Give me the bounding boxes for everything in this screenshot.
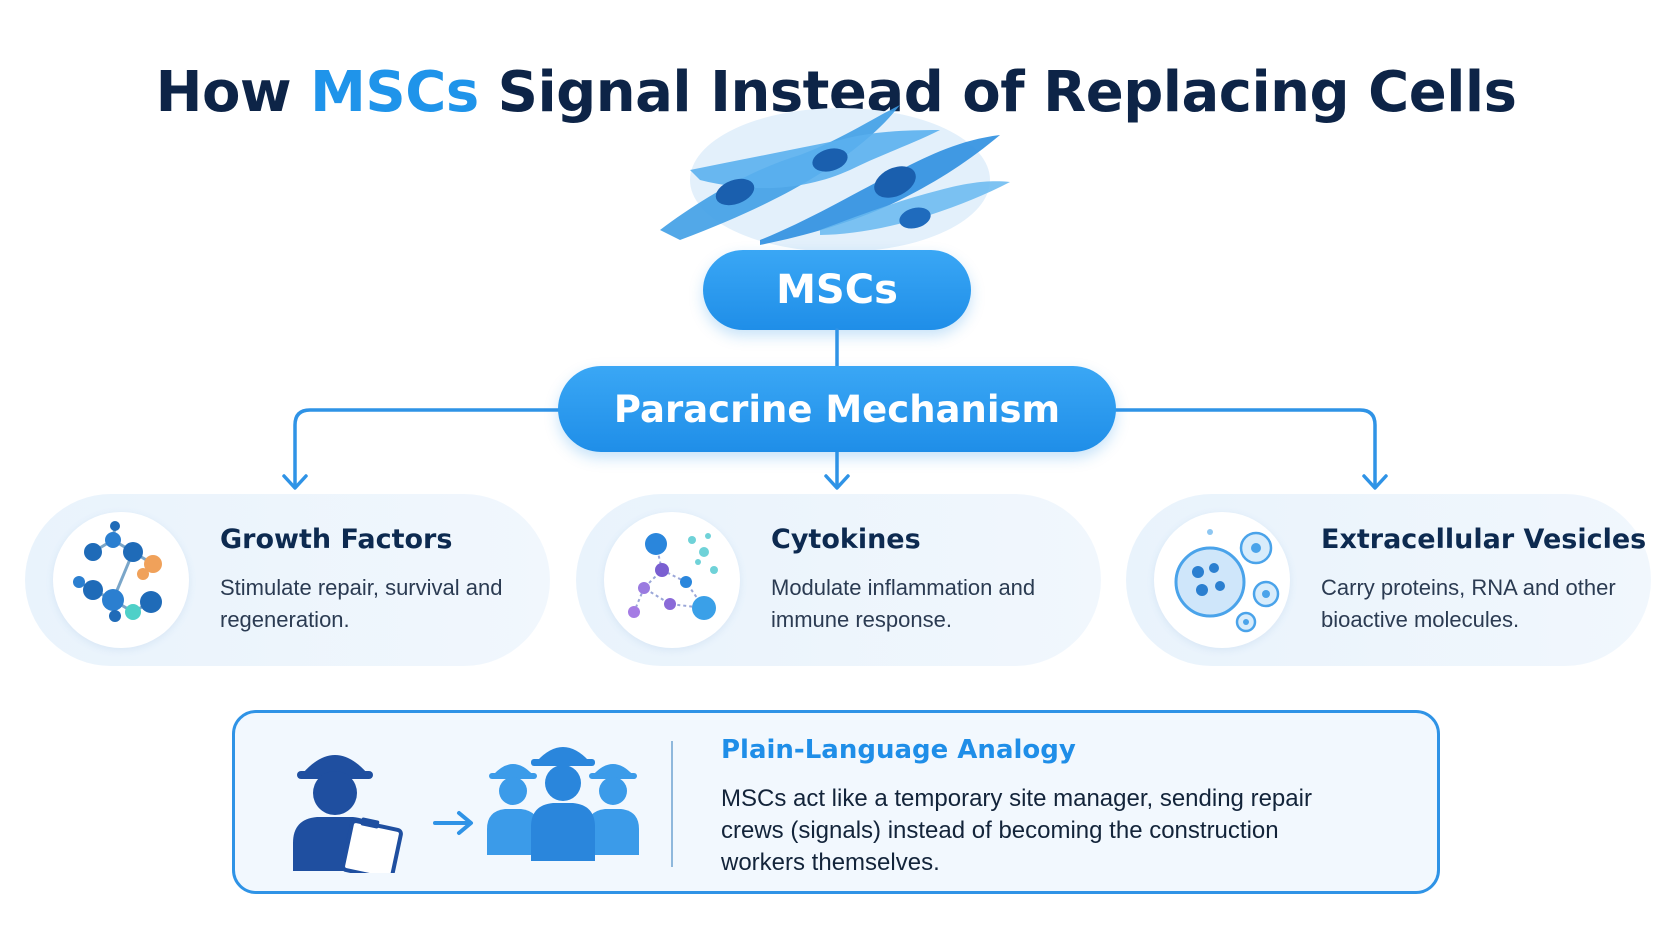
analogy-heading: Plain-Language Analogy bbox=[721, 735, 1076, 765]
site-manager-icon bbox=[293, 755, 403, 873]
analogy-text: MSCs act like a temporary site manager, … bbox=[721, 785, 1312, 876]
flow-connectors bbox=[282, 328, 1388, 490]
card-description: Carry proteins, RNA and other bioactive … bbox=[1321, 575, 1616, 632]
msc-cells-illustration bbox=[660, 105, 1010, 252]
card-description: Modulate inflammation and immune respons… bbox=[771, 575, 1036, 632]
arrow-down-icon-1 bbox=[282, 474, 308, 490]
worker-crew-icon bbox=[487, 747, 639, 861]
molecule-icon bbox=[53, 512, 189, 648]
paracrine-mechanism-node: Paracrine Mechanism bbox=[558, 366, 1116, 452]
card-title: Cytokines bbox=[771, 524, 921, 555]
page-title: How MSCs Signal Instead of Replacing Cel… bbox=[0, 60, 1672, 125]
divider bbox=[671, 741, 673, 867]
arrow-down-icon-2 bbox=[824, 474, 850, 490]
arrow-down-icon-3 bbox=[1362, 474, 1388, 490]
growth-factors-card: Growth Factors Stimulate repair, surviva… bbox=[25, 494, 550, 666]
extracellular-vesicles-card: Extracellular Vesicles Carry proteins, R… bbox=[1126, 494, 1651, 666]
vesicles-icon bbox=[1154, 512, 1290, 648]
analogy-panel: Plain-Language Analogy MSCs act like a t… bbox=[232, 710, 1440, 894]
cytokine-network-icon bbox=[604, 512, 740, 648]
title-suffix: Signal Instead of Replacing Cells bbox=[478, 59, 1517, 125]
card-title: Growth Factors bbox=[220, 524, 453, 555]
card-title: Extracellular Vesicles bbox=[1321, 524, 1647, 555]
title-prefix: How bbox=[155, 59, 311, 125]
title-highlight: MSCs bbox=[310, 59, 479, 125]
card-description: Stimulate repair, survival and regenerat… bbox=[220, 575, 503, 632]
cytokines-card: Cytokines Modulate inflammation and immu… bbox=[576, 494, 1101, 666]
arrow-right-icon bbox=[433, 811, 473, 835]
mscs-node: MSCs bbox=[703, 250, 971, 330]
